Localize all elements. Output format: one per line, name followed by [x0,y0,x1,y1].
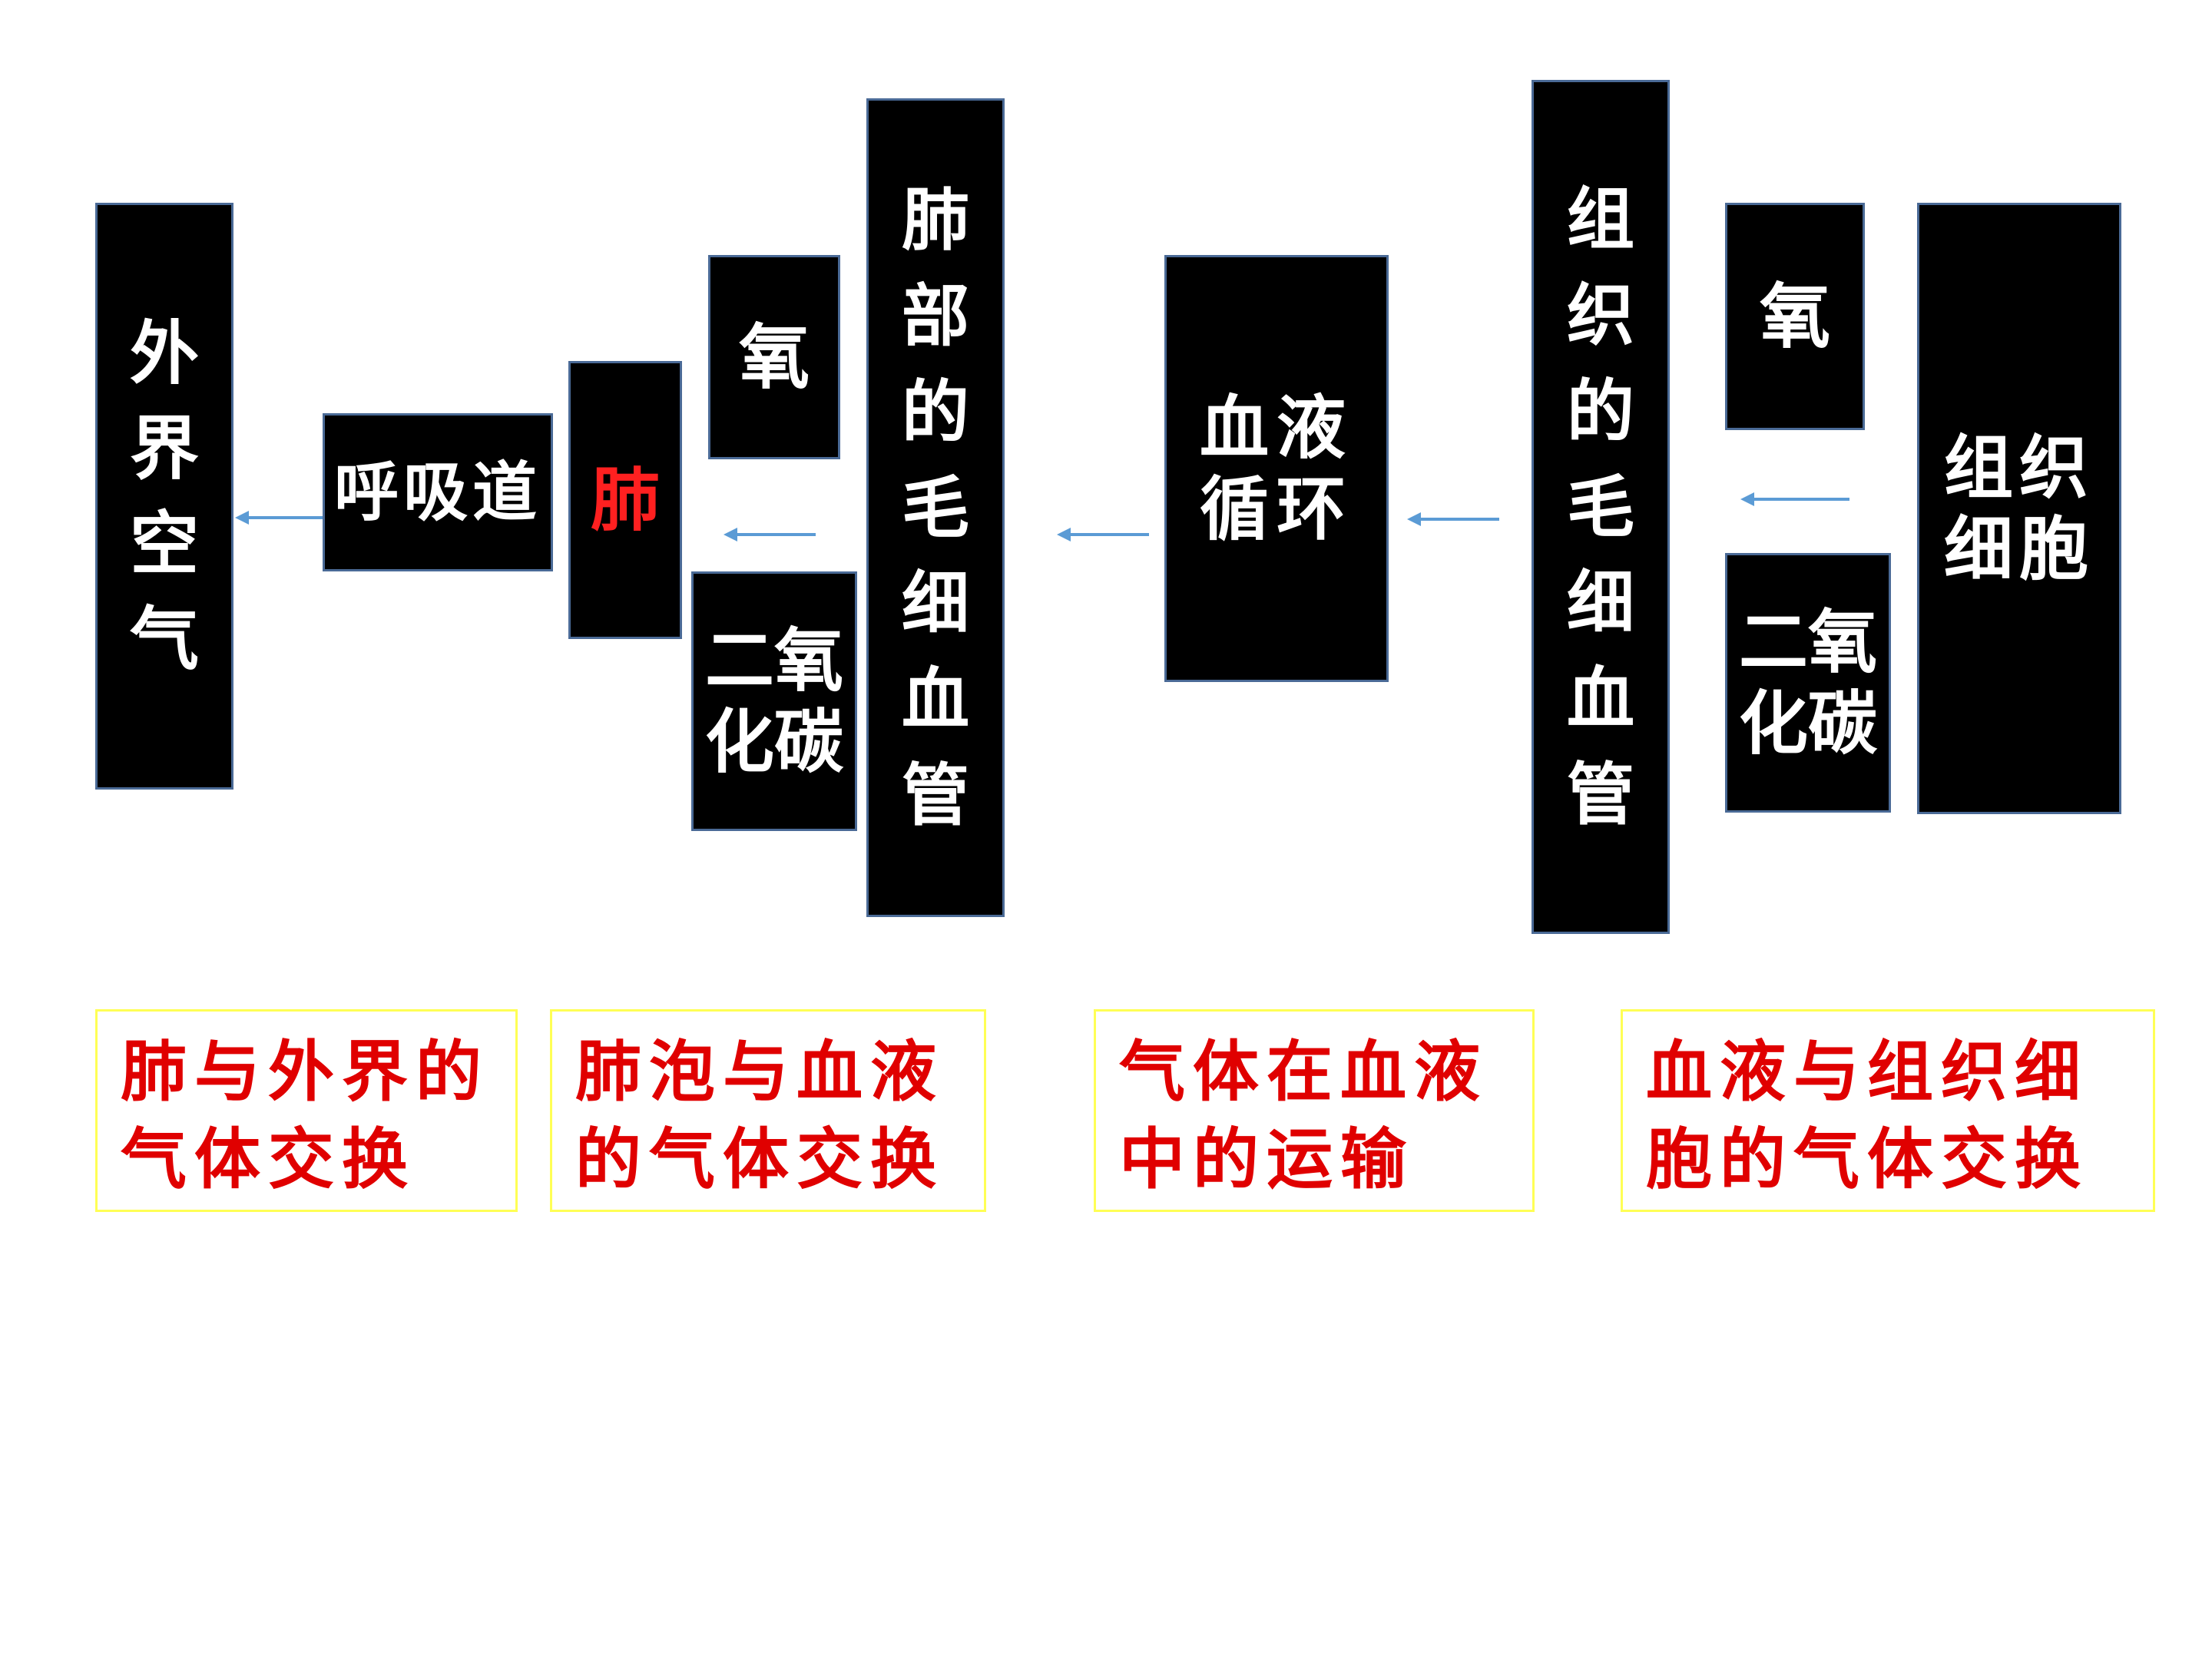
oxygen-label-right: 氧 [1759,274,1830,358]
label-alveolar-blood-exchange: 肺泡与血液的气体交换 [550,1009,986,1212]
oxygen-box-left: 氧 [708,255,840,459]
tissue-cells-box: 组织细胞 [1917,203,2121,814]
label-gas-transport-in-blood: 气体在血液中的运输 [1094,1009,1535,1212]
outside-air-label: 外界空气 [130,312,199,680]
pulmonary-capillary-box: 肺部的毛细血管 [866,98,1005,917]
tissue-cells-label: 组织细胞 [1944,426,2094,590]
lung-box: 肺 [568,361,682,639]
co2-label-left: 二氧化碳 [705,619,843,783]
arrow-cells-to-tissue-capillary-icon [1740,492,1849,506]
arrow-tissue-capillary-to-circulation-icon [1407,512,1499,526]
co2-box-right: 二氧化碳 [1725,553,1891,813]
pulmonary-capillary-label: 肺部的毛细血管 [901,179,969,836]
airway-label: 呼吸道 [333,454,541,531]
label-lung-external-exchange: 肺与外界的气体交换 [95,1009,518,1212]
co2-box-left: 二氧化碳 [691,571,857,831]
oxygen-label-left: 氧 [738,315,810,399]
airway-box: 呼吸道 [323,413,553,571]
arrow-circulation-to-pulmonary-icon [1057,528,1149,541]
oxygen-box-right: 氧 [1725,203,1865,430]
co2-label-right: 二氧化碳 [1739,601,1877,764]
blood-circulation-label: 血液循环 [1200,386,1353,550]
arrow-airway-to-outside-icon [235,511,323,525]
outside-air-box: 外界空气 [95,203,233,790]
label-blood-tissue-exchange: 血液与组织细胞的气体交换 [1621,1009,2155,1212]
tissue-capillary-label: 组织的毛细血管 [1566,178,1634,835]
tissue-capillary-box: 组织的毛细血管 [1532,80,1670,934]
lung-label: 肺 [591,459,660,541]
arrow-capillary-to-lung-icon [724,528,816,541]
blood-circulation-box: 血液循环 [1164,255,1389,682]
